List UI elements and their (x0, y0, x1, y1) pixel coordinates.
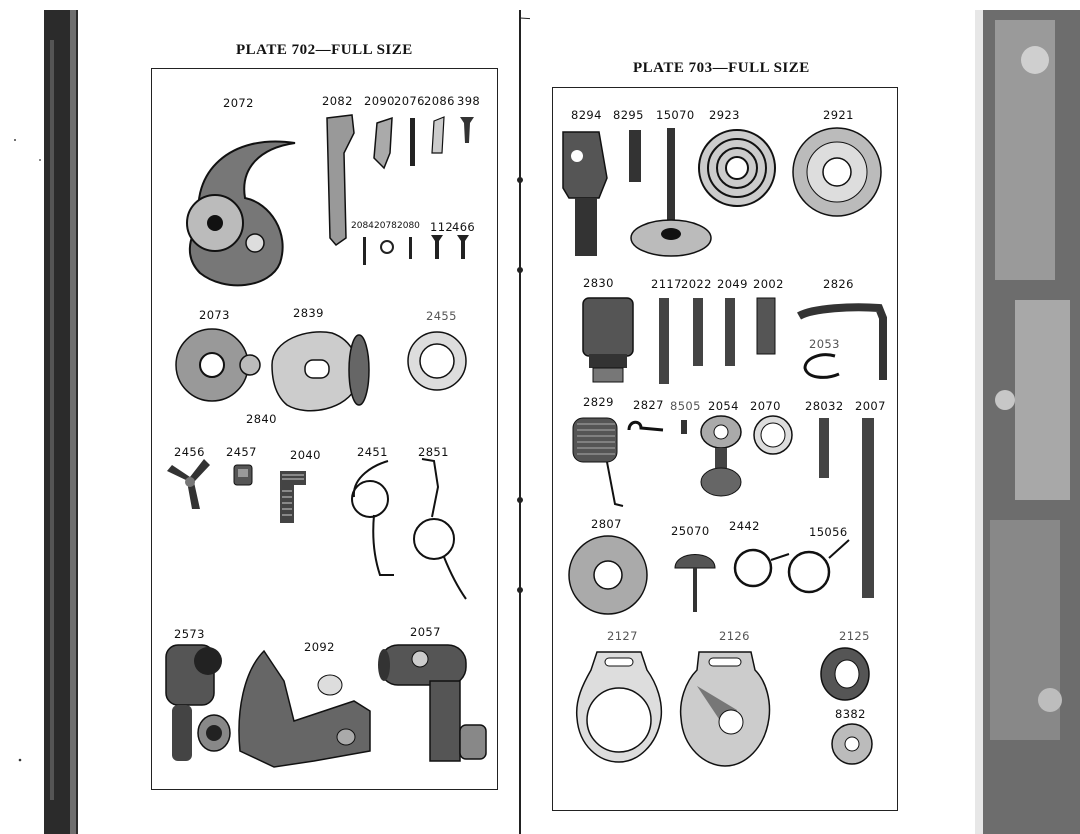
plate-2126-drawing (679, 651, 771, 767)
part-number: 2070 (750, 399, 781, 413)
part-number: 466 (452, 220, 476, 234)
part-number: 25070 (671, 524, 710, 538)
part-number: 2451 (357, 445, 388, 459)
pin-8505-drawing (681, 420, 687, 434)
bobbin-case-2073-drawing (175, 328, 261, 402)
hook-2072-drawing (186, 140, 296, 287)
part-number: 2830 (583, 276, 614, 290)
part-number: 2127 (607, 629, 638, 643)
part-number: 2923 (709, 108, 740, 122)
disc-2921-drawing (792, 127, 882, 217)
part-number: 2455 (426, 309, 457, 323)
part-number: 112 (430, 220, 454, 234)
washer-2807-drawing (568, 535, 648, 615)
part-number: 2807 (591, 517, 622, 531)
part-number: 2921 (823, 108, 854, 122)
part-number: 2084 (351, 221, 374, 231)
tack-25070-drawing (674, 554, 716, 612)
right-cover-edge (975, 10, 1080, 834)
nut-2457-drawing (233, 464, 253, 486)
part-number: 15056 (809, 525, 848, 539)
part-number: 2086 (424, 94, 455, 108)
part-number: 2090 (364, 94, 395, 108)
hook-2827-drawing (627, 420, 664, 432)
part-number: 2080 (397, 221, 420, 231)
part-number: 15070 (656, 108, 695, 122)
presser-2092-drawing (238, 649, 371, 768)
part-number: 2022 (681, 277, 712, 291)
part-number: 2829 (583, 395, 614, 409)
plate-702-frame: 2072 2082 2090 2076 2086 398 2084 2078 2… (151, 68, 498, 790)
bar-8294-drawing (562, 131, 608, 256)
part-number: 2840 (246, 412, 277, 426)
clip-2053-drawing (803, 353, 840, 379)
plate-703-title: PLATE 703—FULL SIZE (633, 60, 810, 76)
rod-2007-drawing (862, 418, 874, 598)
part-number: 2851 (418, 445, 449, 459)
plate-702-title: PLATE 702—FULL SIZE (236, 42, 413, 58)
plate-2127-drawing (575, 651, 663, 763)
part-number: 2076 (394, 94, 425, 108)
tensioner-2054-drawing (700, 415, 742, 497)
plate-2839-drawing (271, 331, 370, 412)
part-number: 8294 (571, 108, 602, 122)
arm-2057-drawing (378, 644, 487, 762)
pin-8295-drawing (629, 130, 641, 182)
part-number: 2442 (729, 519, 760, 533)
part-number: 2092 (304, 640, 335, 654)
part-number: 398 (457, 94, 481, 108)
part-number: 2007 (855, 399, 886, 413)
spiral-2923-drawing (698, 129, 776, 207)
washer-8382-drawing (831, 723, 873, 765)
part-number: 2826 (823, 277, 854, 291)
part-number: 2053 (809, 337, 840, 351)
part-number: 2082 (322, 94, 353, 108)
springs-2442-drawing (733, 539, 850, 594)
part-number: 2002 (753, 277, 784, 291)
part-number: 2049 (717, 277, 748, 291)
spring-2451-drawing (351, 460, 394, 576)
part-number: 2457 (226, 445, 257, 459)
part-number: 2456 (174, 445, 205, 459)
part-number: 8505 (670, 399, 701, 413)
part-number: 2057 (410, 625, 441, 639)
part-number: 2054 (708, 399, 739, 413)
part-number: 2040 (290, 448, 321, 462)
part-number: 2126 (719, 629, 750, 643)
cylinder-2830-drawing (582, 297, 634, 383)
coil-2829-drawing (572, 417, 624, 507)
ring-2070-drawing (753, 415, 793, 455)
part-number: 8382 (835, 707, 866, 721)
part-number: 2573 (174, 627, 205, 641)
tri-wing-2456-drawing (167, 459, 210, 509)
part-number: 2072 (223, 96, 254, 110)
bracket-2573-drawing (165, 644, 231, 761)
washer-2455-drawing (407, 331, 467, 391)
rods-drawing (659, 297, 776, 384)
part-number: 28032 (805, 399, 844, 413)
spring-2851-drawing (413, 458, 467, 600)
part-number: 2117 (651, 277, 682, 291)
hook-2826-drawing (797, 303, 887, 380)
part-number: 2839 (293, 306, 324, 320)
small-pins-drawing (363, 235, 469, 265)
part-number: 2125 (839, 629, 870, 643)
left-binding-shadow (14, 10, 78, 834)
part-number: 2073 (199, 308, 230, 322)
shaft-15070-drawing (630, 128, 712, 257)
part-number: 2078 (374, 221, 397, 231)
part-number: 8295 (613, 108, 644, 122)
part-number: 2827 (633, 398, 664, 412)
small-levers-drawing (326, 114, 474, 247)
rod-28032-drawing (819, 418, 829, 478)
feed-dog-2040-drawing (280, 471, 306, 523)
collar-2125-drawing (820, 647, 870, 701)
center-gutter (517, 10, 530, 834)
plate-703-frame: 8294 8295 15070 2923 2921 (552, 87, 898, 811)
